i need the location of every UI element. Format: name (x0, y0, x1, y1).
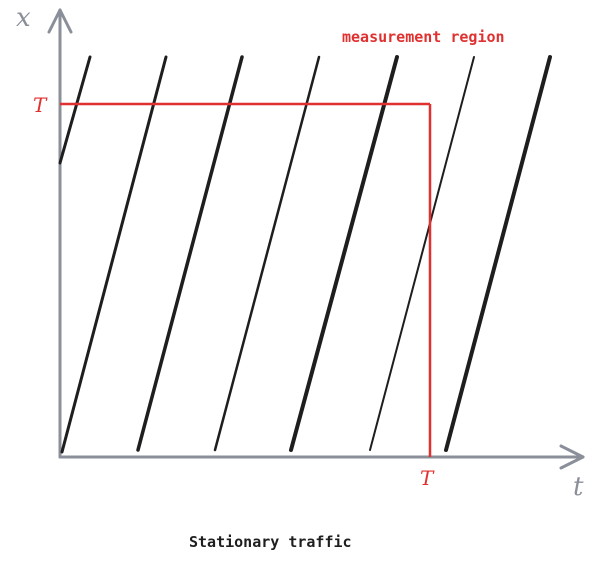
t-axis-arrowhead (559, 444, 585, 470)
x-axis-arrowhead (47, 8, 73, 34)
vehicle-trajectories (58, 55, 552, 454)
measurement-region-label: measurement region (342, 28, 505, 46)
trajectory-1 (58, 55, 92, 165)
trajectory-3 (136, 55, 244, 452)
trajectory-4 (213, 55, 321, 452)
measurement-region (60, 102, 432, 457)
caption: Stationary traffic (189, 533, 352, 551)
x-axis-label: x (16, 3, 31, 33)
axes (47, 8, 585, 470)
x-T-marker: T (33, 93, 48, 117)
t-axis-label: t (573, 472, 584, 502)
trajectory-6 (369, 56, 475, 451)
trajectory-2 (60, 55, 168, 454)
trajectory-7 (444, 55, 552, 452)
t-T-marker: T (420, 466, 435, 490)
trajectory-5 (289, 55, 399, 452)
